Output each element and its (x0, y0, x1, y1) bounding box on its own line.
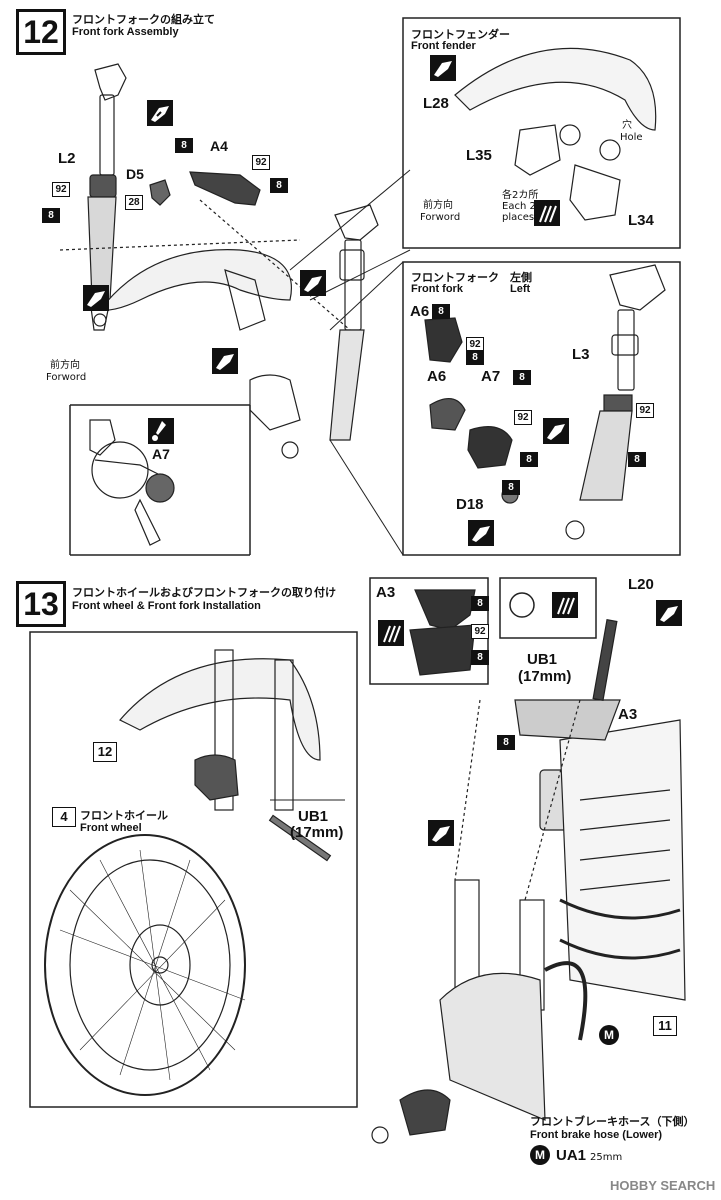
places-label-en1: Each 2 (502, 201, 536, 212)
brake-hose-label-jp: フロントブレーキホース（下側） (530, 1115, 695, 1128)
cement-icon (83, 285, 109, 311)
label-d18: D18 (456, 496, 484, 513)
fender-box-title-jp: フロントフェンダー (411, 28, 510, 41)
box-step13-left (29, 631, 358, 1108)
label-l3: L3 (572, 346, 590, 363)
label-l2: L2 (58, 150, 76, 167)
label-a6: A6 (427, 368, 447, 385)
paint-tag-92: 92 (514, 410, 532, 425)
a4-part-drawing (149, 171, 261, 206)
ua1-m-marker: M (530, 1145, 550, 1165)
label-ub1-left: UB1 (298, 808, 329, 825)
paint-stripes-icon (534, 200, 560, 226)
cement-icon (300, 270, 326, 296)
paint-stripes-icon (552, 592, 578, 618)
hose-m-marker: M (599, 1025, 619, 1045)
label-a4: A4 (210, 138, 228, 154)
fork-box-left-en: Left (510, 283, 531, 295)
label-l28: L28 (423, 95, 449, 112)
ua1-length: 25mm (590, 1152, 623, 1163)
label-a7: A7 (481, 368, 501, 385)
paint-stripes-icon (378, 620, 404, 646)
label-l34: L34 (628, 212, 654, 229)
callout-4: 4 (52, 807, 76, 827)
box-fender (402, 17, 681, 249)
paint-brush-icon (148, 418, 174, 444)
engine-drawing (539, 719, 686, 1001)
box-ring (499, 577, 597, 639)
cement-icon (543, 418, 569, 444)
step-13-title-en: Front wheel & Front fork Installation (72, 600, 261, 612)
paint-tag-92: 92 (252, 155, 270, 170)
label-ub1-right: UB1 (527, 651, 558, 668)
paint-tag-8: 8 (520, 452, 538, 467)
paint-tag-8: 8 (513, 370, 531, 385)
paint-tag-8: 8 (175, 138, 193, 153)
box-fork-left (402, 261, 681, 556)
paint-tag-8: 8 (466, 350, 484, 365)
fender-box-drawing (454, 47, 657, 221)
step13-fender-fork-drawing (119, 649, 345, 862)
paint-tag-8: 8 (42, 208, 60, 223)
paint-tag-8: 8 (471, 650, 489, 665)
front-wheel-label-jp: フロントホイール (80, 809, 168, 822)
front-wheel-drawing (44, 834, 246, 1096)
hole-label-en: Hole (620, 132, 643, 143)
cement-icon (212, 348, 238, 374)
places-label-en2: places (502, 212, 535, 223)
label-l35: L35 (466, 147, 492, 164)
inset-drawing (69, 404, 251, 556)
fork-box-drawing (424, 264, 666, 540)
hole-label-jp: 穴 (622, 120, 632, 131)
cement-icon (147, 100, 173, 126)
paint-tag-8: 8 (628, 452, 646, 467)
label-a3: A3 (618, 706, 638, 723)
fender-forward-jp: 前方向 (423, 200, 453, 211)
paint-tag-92: 92 (52, 182, 70, 197)
label-ub1-size-right: (17mm) (518, 668, 572, 685)
label-a7-inset: A7 (152, 446, 170, 462)
step-12-number: 12 (16, 9, 66, 55)
paint-tag-92: 92 (471, 624, 489, 639)
step-12-title-jp: フロントフォークの組み立て (72, 13, 215, 26)
label-a3-box: A3 (376, 584, 396, 601)
forward-label-jp: 前方向 (50, 360, 80, 371)
label-a6-top: A6 (410, 303, 430, 320)
paint-tag-8: 8 (270, 178, 288, 193)
cement-icon (656, 600, 682, 626)
fender-box-title-en: Front fender (411, 40, 476, 52)
step-13-number: 13 (16, 581, 66, 627)
paint-tag-8: 8 (497, 735, 515, 750)
label-ua1: UA1 (556, 1147, 587, 1164)
center-fender-drawing (59, 239, 301, 331)
watermark: HOBBY SEARCH (610, 1178, 716, 1193)
places-label-jp: 各2カ所 (502, 190, 539, 201)
paint-tag-8: 8 (471, 596, 489, 611)
step-13-title-jp: フロントホイールおよびフロントフォークの取り付け (72, 586, 336, 599)
step-12-title-en: Front fork Assembly (72, 26, 179, 38)
step13-fork-assembly-drawing (371, 619, 621, 1144)
cement-icon (430, 55, 456, 81)
right-fork-drawing (199, 169, 411, 459)
callout-12: 12 (93, 742, 117, 762)
a3-part-drawing (409, 589, 476, 676)
paint-tag-8: 8 (502, 480, 520, 495)
cement-icon (428, 820, 454, 846)
forward-label-en: Forword (46, 372, 87, 383)
label-ub1-size-left: (17mm) (290, 824, 344, 841)
callout-11: 11 (653, 1016, 677, 1036)
paint-tag-92: 92 (636, 403, 654, 418)
paint-tag-8: 8 (432, 304, 450, 319)
fork-box-title-jp: フロントフォーク (411, 271, 499, 284)
fork-box-title-en: Front fork (411, 283, 463, 295)
label-l20: L20 (628, 576, 654, 593)
front-wheel-label-en: Front wheel (80, 822, 142, 834)
brake-hose-label-en: Front brake hose (Lower) (530, 1129, 663, 1141)
fender-forward-en: Forword (420, 212, 461, 223)
cement-icon (468, 520, 494, 546)
paint-tag-28: 28 (125, 195, 143, 210)
fork-box-left-jp: 左側 (510, 271, 532, 284)
label-d5: D5 (126, 166, 144, 182)
